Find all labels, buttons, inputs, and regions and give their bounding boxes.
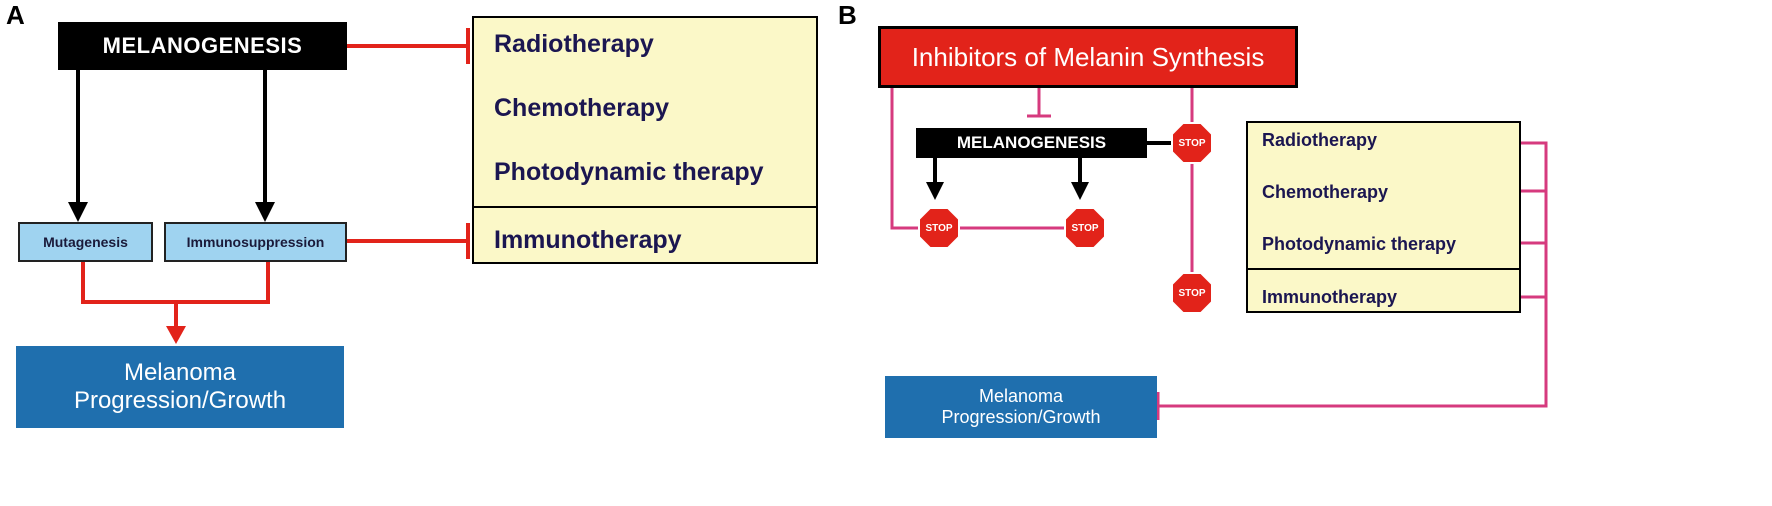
melanogenesis-box-b: MELANOGENESIS (916, 128, 1147, 158)
therapy-chemotherapy-a: Chemotherapy (494, 94, 670, 122)
arrowhead-immunosuppression (255, 202, 275, 222)
therapy-panel-b (1246, 121, 1521, 313)
outcome-line1-b: Melanoma (978, 386, 1064, 406)
panel-b-lines (890, 88, 1548, 420)
merge-line-to-outcome (81, 262, 270, 304)
outcome-line2-b: Progression/Growth (941, 407, 1101, 427)
therapy-divider-b (1248, 268, 1519, 270)
therapy-divider-a (474, 206, 816, 208)
stop-sign-icon: STOP (918, 207, 960, 249)
melanogenesis-box-a: MELANOGENESIS (58, 22, 347, 70)
arrowhead-mutagenesis (68, 202, 88, 222)
therapy-radiotherapy-a: Radiotherapy (494, 30, 654, 58)
pink-feedback-line (1158, 141, 1548, 408)
stop-label: STOP (1178, 137, 1206, 149)
arrowhead-left (926, 182, 944, 200)
therapy-chemotherapy-b: Chemotherapy (1262, 182, 1389, 202)
outcome-line1-a: Melanoma (123, 359, 237, 386)
therapy-photodynamic-a: Photodynamic therapy (494, 158, 764, 186)
stop-label: STOP (925, 222, 953, 234)
panel-a-arrows (68, 28, 470, 344)
outcome-box-b: Melanoma Progression/Growth (885, 376, 1157, 438)
arrowhead-right (1071, 182, 1089, 200)
stop-sign-icon: STOP (1171, 122, 1213, 164)
outcome-line2-a: Progression/Growth (73, 387, 287, 414)
stop-label: STOP (1071, 222, 1099, 234)
outcome-box-a: Melanoma Progression/Growth (16, 346, 344, 428)
stop-label: STOP (1178, 287, 1206, 299)
pink-line-left (890, 88, 918, 230)
stop-sign-icon: STOP (1171, 272, 1213, 314)
immunosuppression-box: Immunosuppression (164, 222, 347, 262)
therapy-photodynamic-b: Photodynamic therapy (1262, 234, 1457, 254)
panel-a-label: A (6, 0, 25, 30)
arrowhead-outcome (166, 326, 186, 344)
therapy-radiotherapy-b: Radiotherapy (1262, 130, 1378, 150)
therapy-immunotherapy-b: Immunotherapy (1262, 287, 1398, 307)
panel-b-label: B (838, 0, 857, 30)
inhibitors-box: Inhibitors of Melanin Synthesis (878, 26, 1298, 88)
mutagenesis-box: Mutagenesis (18, 222, 153, 262)
therapy-panel-a (472, 16, 818, 264)
therapy-immunotherapy-a: Immunotherapy (494, 226, 682, 254)
stop-sign-icon: STOP (1064, 207, 1106, 249)
